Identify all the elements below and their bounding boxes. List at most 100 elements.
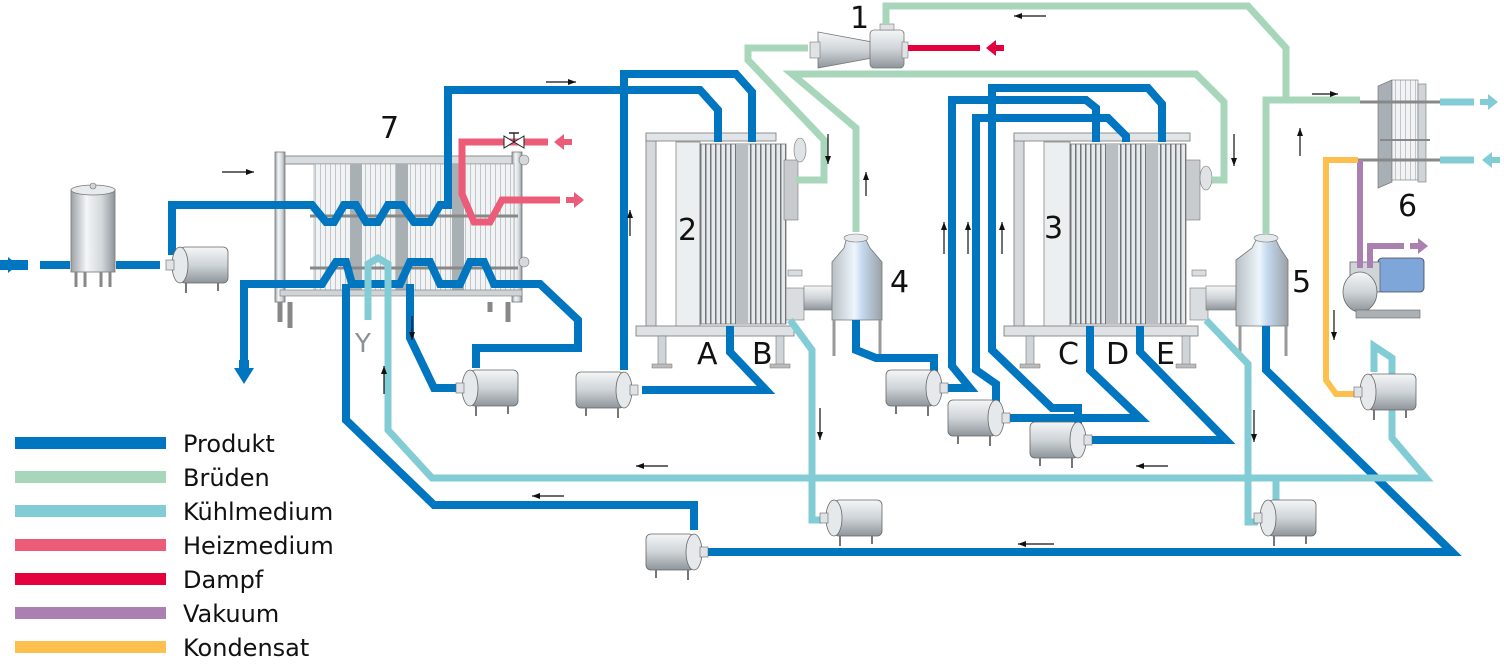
centrifugal-pumps [165, 246, 1417, 580]
flow-arrowhead [246, 169, 254, 175]
kuehlmedium-pipes [364, 94, 1500, 526]
legend-label-dampf: Dampf [183, 566, 264, 594]
centrifugal-pump [885, 369, 949, 416]
legend-swatch-heizmedium [15, 539, 166, 551]
flow-arrowhead [825, 156, 831, 164]
legend-swatch-brueden [15, 471, 166, 483]
flow-arrowhead [1330, 91, 1338, 97]
centrifugal-pump [947, 399, 1011, 446]
produkt-line-sep4-pump [852, 320, 938, 372]
label-component-2: 2 [678, 213, 697, 248]
flow-arrowhead [568, 79, 576, 85]
label-component-6: 6 [1398, 189, 1417, 224]
flow-arrowhead [636, 463, 644, 469]
heiz-in-arrow [554, 134, 572, 150]
produkt-line-phe7 [240, 258, 582, 370]
legend-swatch-vakuum [15, 607, 166, 619]
label-component-5: 5 [1292, 265, 1311, 300]
legend-label-kondensat: Kondensat [183, 634, 309, 662]
label-component-7: 7 [380, 111, 399, 146]
legend-swatch-kuehlmedium [15, 505, 166, 517]
brueden-line-top [882, 2, 1290, 98]
legend-label-brueden: Brüden [183, 464, 270, 492]
produkt-line-evap3-1 [944, 96, 1100, 392]
produkt-line-evap3-3 [988, 84, 1166, 432]
flow-arrowhead [1231, 158, 1237, 166]
legend-swatch-dampf [15, 573, 166, 585]
port-label-c: C [1058, 337, 1079, 372]
plate-evaporator-3 [1003, 132, 1213, 369]
centrifugal-pump [1253, 499, 1317, 546]
steam-jet-compressor-1 [809, 23, 909, 69]
produkt-line-A [642, 326, 776, 394]
vakuum-out-line [1367, 243, 1404, 268]
flow-arrowhead [863, 172, 869, 180]
heiz-out-arrow [566, 192, 584, 208]
flow-arrowhead [1297, 128, 1303, 136]
port-label-b: B [752, 337, 773, 372]
kuehl-return-line [364, 253, 1434, 482]
heizmedium-pipes [458, 134, 584, 226]
centrifugal-pump [455, 369, 519, 416]
legend-swatch-produkt [15, 437, 166, 449]
produkt-line-C [1010, 326, 1150, 422]
produkt-line-D [1092, 326, 1236, 444]
brueden-line-sep5-condenser [1262, 96, 1360, 234]
produkt-inlet-arrow [0, 257, 18, 273]
flow-arrowhead [999, 222, 1005, 230]
flow-arrowhead [381, 366, 387, 374]
label-component-4: 4 [890, 265, 909, 300]
vacuum-pump [1342, 257, 1425, 319]
legend: ProduktBrüdenKühlmediumHeizmediumDampfVa… [15, 430, 334, 662]
separator-5 [1205, 233, 1289, 356]
legend-label-vakuum: Vakuum [183, 600, 279, 628]
flow-arrowhead [1136, 463, 1144, 469]
produkt-line-evap3-2 [972, 114, 1130, 406]
brueden-line-sep4-evap3 [782, 70, 1228, 232]
heiz-line [458, 138, 560, 226]
vakuum-out-arrow [1410, 238, 1428, 254]
legend-label-kuehlmedium: Kühlmedium [183, 498, 333, 526]
centrifugal-pump [1029, 421, 1093, 468]
kondensat-line [1323, 157, 1358, 397]
flow-arrowhead [965, 222, 971, 230]
vakuum-pipes [1357, 160, 1428, 268]
port-label-y: Y [354, 329, 371, 359]
legend-label-heizmedium: Heizmedium [183, 532, 334, 560]
brueden-pipes [744, 2, 1360, 234]
kuehl-out-arrow [1480, 94, 1498, 110]
flow-arrowhead [1251, 434, 1257, 442]
kuehl-line-evap2 [787, 317, 822, 524]
condenser-6 [1356, 79, 1440, 189]
flow-arrowhead [1018, 541, 1026, 547]
produkt-outlet-arrow [234, 368, 254, 384]
legend-label-produkt: Produkt [183, 430, 275, 458]
valve-icon [503, 132, 525, 149]
kuehl-line-evap3 [1203, 317, 1258, 526]
produkt-line-evap2-b [620, 70, 756, 370]
dampf-pipes [908, 40, 1004, 56]
plate-heat-exchanger-7 [274, 151, 530, 328]
produkt-pipes [0, 70, 1462, 556]
flow-arrowhead [817, 432, 823, 440]
centrifugal-pump [645, 533, 709, 580]
produkt-return-line [342, 284, 698, 530]
flow-arrowhead [941, 222, 947, 230]
label-component-3: 3 [1044, 211, 1063, 246]
centrifugal-pump [575, 371, 639, 418]
port-label-a: A [697, 337, 718, 372]
flow-arrowhead [1014, 13, 1022, 19]
plate-evaporator-2 [635, 132, 807, 369]
flow-arrowhead [627, 210, 633, 218]
feed-tank [70, 182, 116, 287]
produkt-line-sep5-return [708, 326, 1462, 556]
centrifugal-pump [1353, 373, 1417, 420]
flow-arrowhead [1331, 332, 1337, 340]
brueden-line-jet-evap2 [744, 44, 828, 184]
flow-arrowhead [409, 332, 415, 340]
flow-arrowhead [532, 493, 540, 499]
dampf-in-arrow [986, 40, 1004, 56]
centrifugal-pump [165, 246, 229, 293]
separator-4 [803, 233, 883, 356]
